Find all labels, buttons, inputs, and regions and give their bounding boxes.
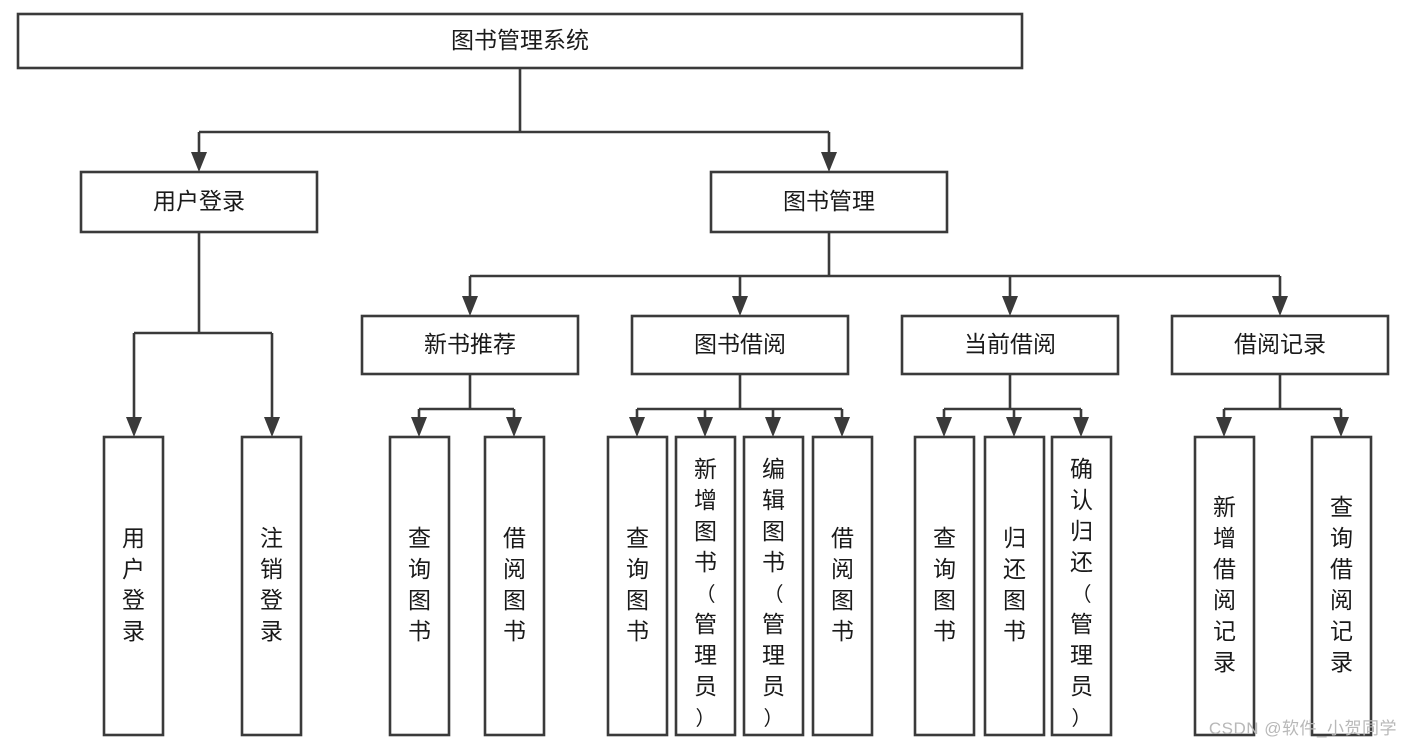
node-新增借阅记录[interactable]: 新增借阅记录 xyxy=(1193,435,1256,737)
node-label: 借阅图书 xyxy=(503,525,526,644)
node-查询图书[interactable]: 查询图书 xyxy=(913,435,976,737)
edge-group-新书推荐 xyxy=(411,374,522,437)
node-label: 归还图书 xyxy=(1003,525,1026,644)
node-图书管理系统[interactable]: 图书管理系统 xyxy=(16,12,1024,70)
node-确认归还管理员[interactable]: 确认归还（管理员） xyxy=(1050,435,1113,737)
node-查询借阅记录[interactable]: 查询借阅记录 xyxy=(1310,435,1373,737)
node-当前借阅[interactable]: 当前借阅 xyxy=(900,314,1120,376)
edge-group-图书管理系统 xyxy=(191,68,837,172)
node-label: 当前借阅 xyxy=(964,331,1056,357)
node-借阅图书[interactable]: 借阅图书 xyxy=(811,435,874,737)
node-label: 用户登录 xyxy=(122,525,145,644)
node-label: 图书管理 xyxy=(783,188,875,214)
node-新书推荐[interactable]: 新书推荐 xyxy=(360,314,580,376)
node-label: 用户登录 xyxy=(153,188,245,214)
node-图书借阅[interactable]: 图书借阅 xyxy=(630,314,850,376)
node-label: 编辑图书（管理员） xyxy=(762,456,785,730)
edge-group-图书借阅 xyxy=(629,374,850,437)
node-label: 查询借阅记录 xyxy=(1330,494,1353,675)
node-label: 新增图书（管理员） xyxy=(694,456,717,730)
edge-group-借阅记录 xyxy=(1216,374,1349,437)
node-label: 查询图书 xyxy=(408,525,431,644)
node-借阅图书[interactable]: 借阅图书 xyxy=(483,435,546,737)
node-label: 图书借阅 xyxy=(694,331,786,357)
node-label: 查询图书 xyxy=(933,525,956,644)
node-归还图书[interactable]: 归还图书 xyxy=(983,435,1046,737)
node-图书管理[interactable]: 图书管理 xyxy=(709,170,949,234)
node-label: 新增借阅记录 xyxy=(1213,494,1236,675)
node-用户登录[interactable]: 用户登录 xyxy=(79,170,319,234)
edge-group-用户登录 xyxy=(126,232,280,437)
node-查询图书[interactable]: 查询图书 xyxy=(606,435,669,737)
node-借阅记录[interactable]: 借阅记录 xyxy=(1170,314,1390,376)
node-label: 注销登录 xyxy=(260,525,283,644)
node-label: 借阅记录 xyxy=(1234,331,1326,357)
node-label: 确认归还（管理员） xyxy=(1070,456,1093,730)
node-label: 借阅图书 xyxy=(831,525,854,644)
node-label: 新书推荐 xyxy=(424,331,516,357)
node-label: 查询图书 xyxy=(626,525,649,644)
edge-group-当前借阅 xyxy=(936,374,1089,437)
node-查询图书[interactable]: 查询图书 xyxy=(388,435,451,737)
edge-group-图书管理 xyxy=(462,232,1288,316)
node-注销登录[interactable]: 注销登录 xyxy=(240,435,303,737)
node-新增图书管理员[interactable]: 新增图书（管理员） xyxy=(674,435,737,737)
node-用户登录[interactable]: 用户登录 xyxy=(102,435,165,737)
node-编辑图书管理员[interactable]: 编辑图书（管理员） xyxy=(742,435,805,737)
node-label: 图书管理系统 xyxy=(451,27,589,53)
